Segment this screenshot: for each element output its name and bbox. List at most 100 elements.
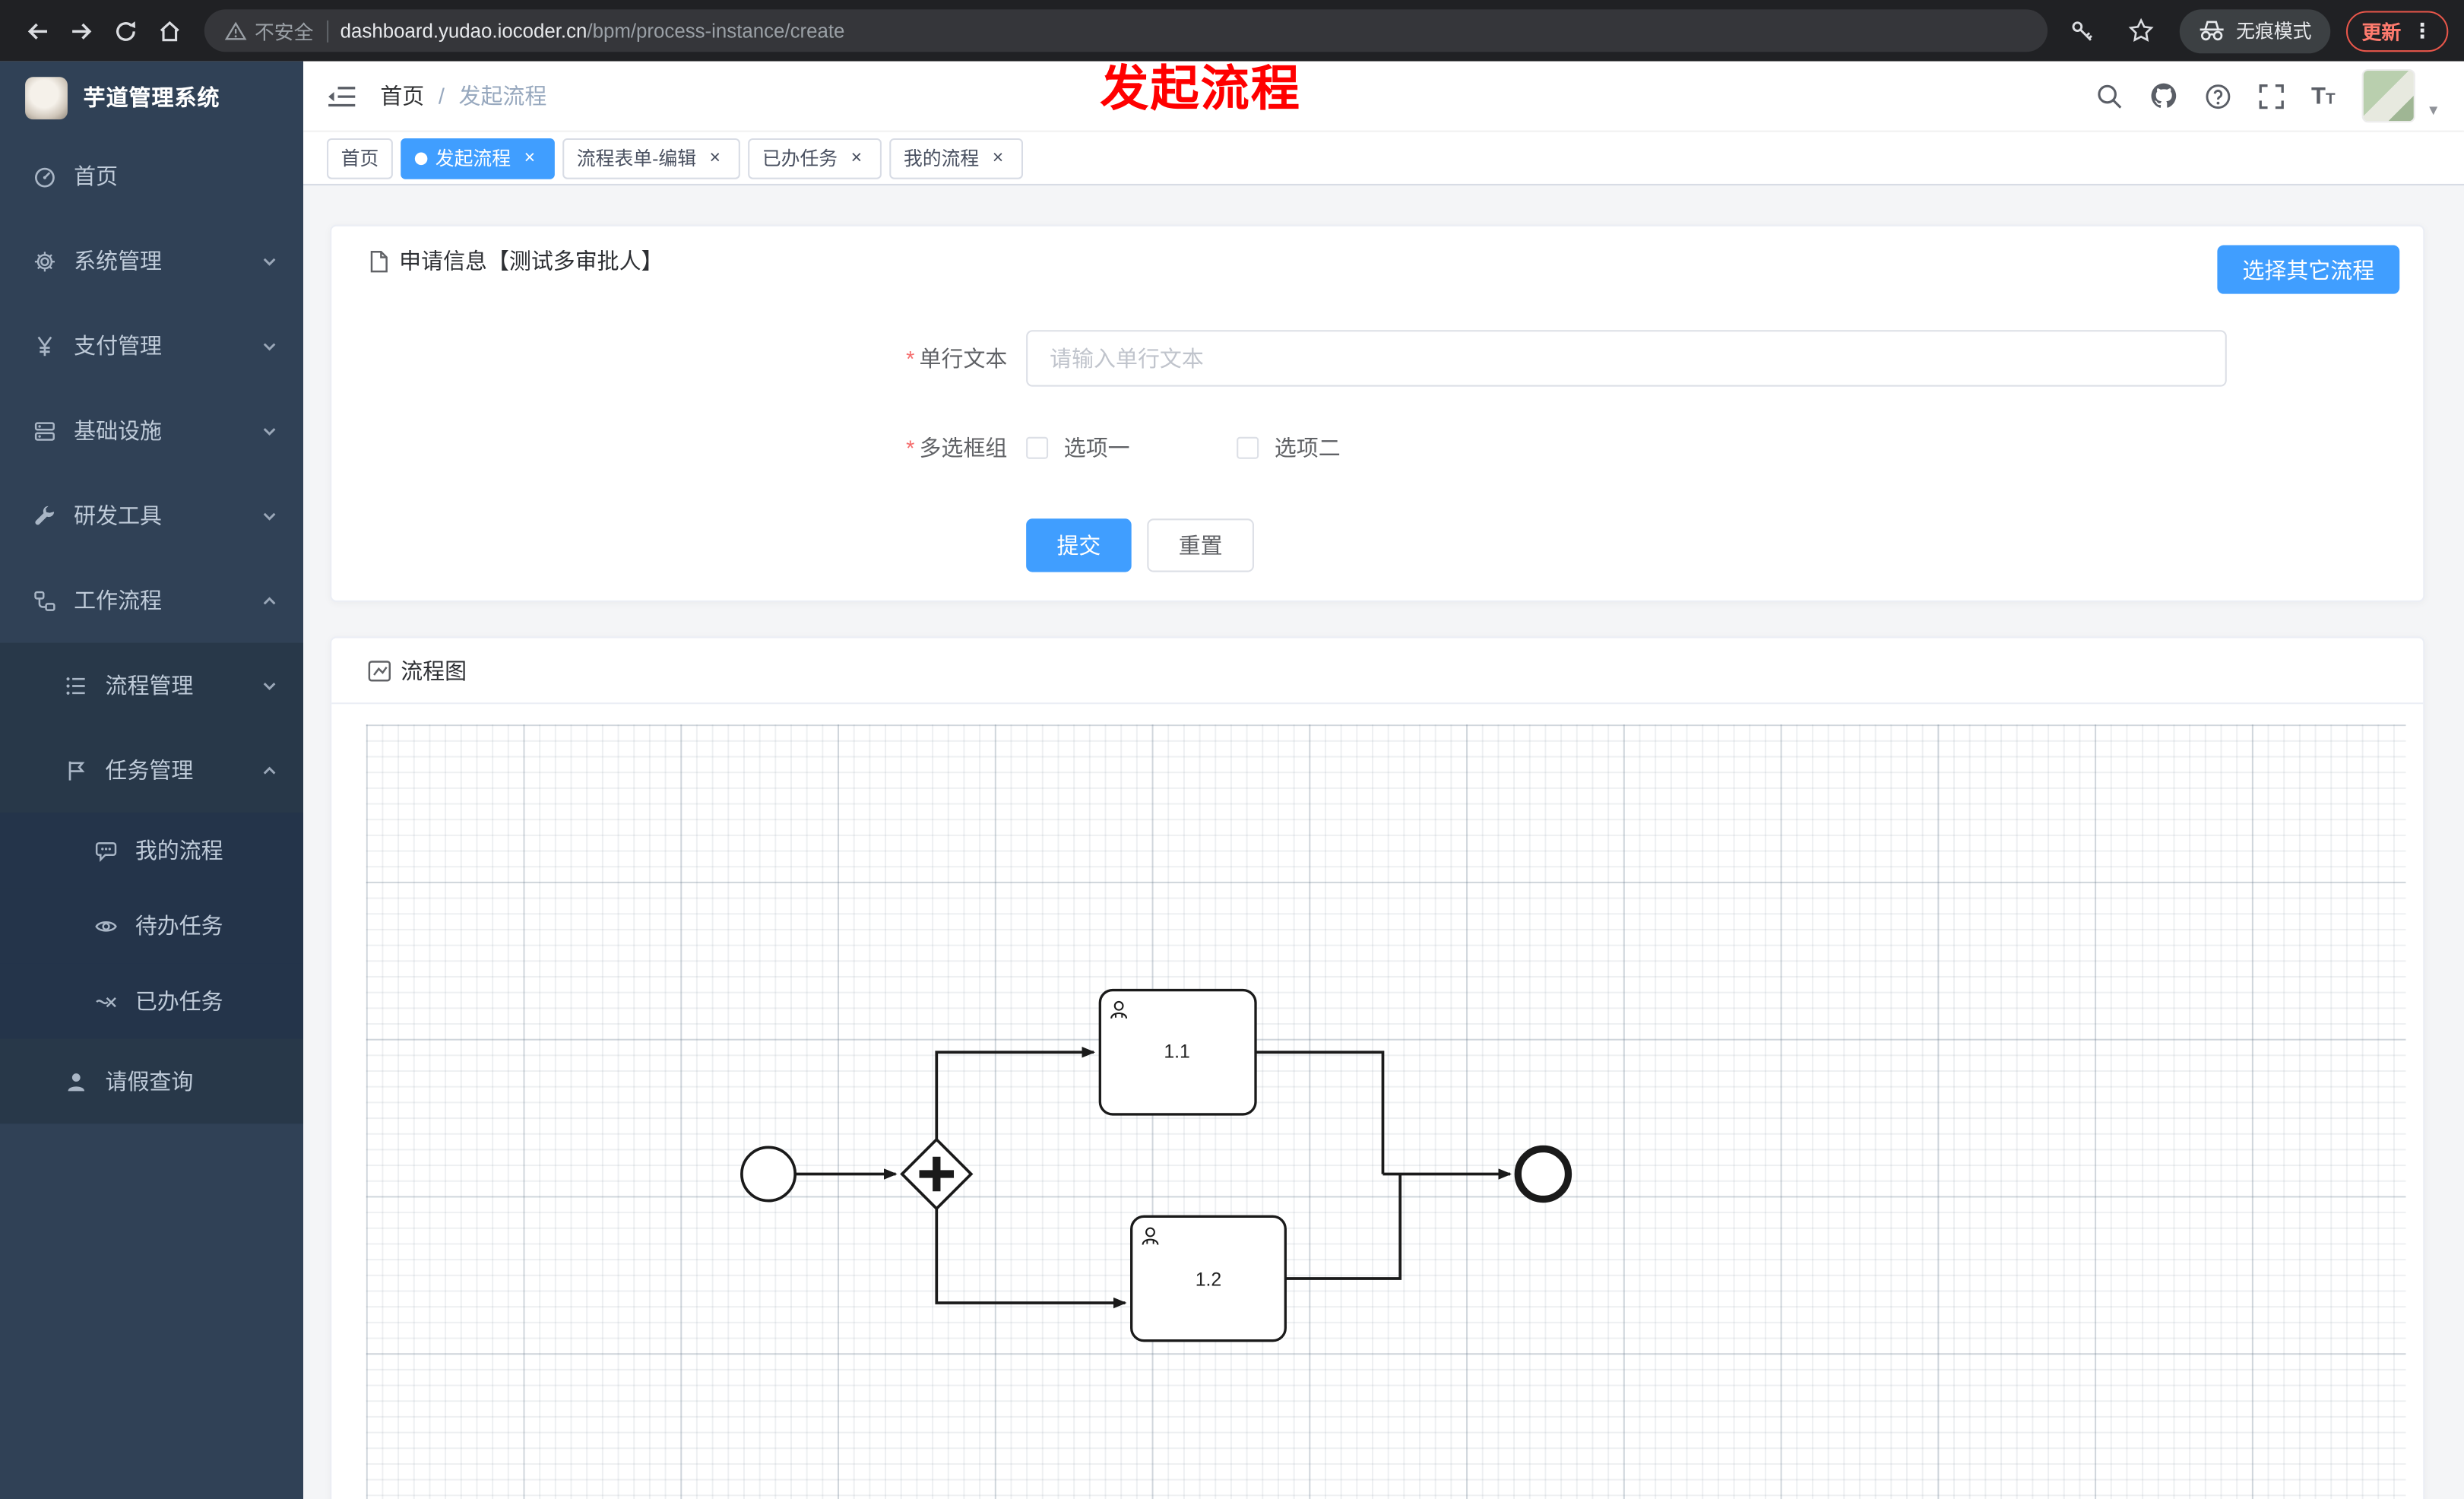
sidebar-collapse-button[interactable] xyxy=(327,84,356,108)
tab-my-process[interactable]: 我的流程 × xyxy=(889,137,1024,179)
header-search-button[interactable] xyxy=(2096,83,2123,109)
tab-form-edit[interactable]: 流程表单-编辑 × xyxy=(562,137,740,179)
sidebar-item-label: 工作流程 xyxy=(74,588,162,613)
annotation-overlay: 发起流程 xyxy=(1100,61,1301,117)
user-task-icon xyxy=(1110,1000,1128,1019)
option2-checkbox[interactable] xyxy=(1237,436,1259,459)
flow-gateway-to-task1 xyxy=(935,1047,1096,1140)
user-task-1-node[interactable]: 1.1 xyxy=(1098,988,1257,1116)
sidebar-logo[interactable]: 芋道管理系统 xyxy=(0,62,303,134)
security-status[interactable]: 不安全 xyxy=(224,16,314,46)
tab-close-icon[interactable]: × xyxy=(992,145,1004,168)
avatar-caret-icon[interactable]: ▼ xyxy=(2426,102,2440,119)
logo-avatar xyxy=(25,76,68,119)
reset-button[interactable]: 重置 xyxy=(1147,518,1254,572)
breadcrumb-separator: / xyxy=(438,83,445,109)
document-icon xyxy=(368,249,390,273)
tab-close-icon[interactable]: × xyxy=(850,145,863,168)
user-task-2-node[interactable]: 1.2 xyxy=(1130,1215,1287,1342)
task2-label: 1.2 xyxy=(1196,1269,1221,1290)
tab-home[interactable]: 首页 xyxy=(327,137,393,179)
task-manage-icon xyxy=(65,759,88,782)
search-icon xyxy=(2097,84,2121,108)
sidebar-item-leave-query[interactable]: 请假查询 xyxy=(0,1039,303,1124)
end-event-node[interactable] xyxy=(1514,1145,1572,1203)
sidebar-item-todo-tasks[interactable]: 待办任务 xyxy=(0,888,304,964)
update-label: 更新 xyxy=(2361,21,2402,44)
checkbox-group: 选项一 选项二 xyxy=(1026,433,1431,464)
tools-icon xyxy=(33,504,56,528)
dashboard-icon xyxy=(33,164,56,188)
bpmn-canvas[interactable]: 1.1 1.2 xyxy=(366,724,2406,1499)
sidebar-item-payment[interactable]: 支付管理 xyxy=(0,303,303,388)
header-github-button[interactable] xyxy=(2149,82,2177,110)
flow-card-header: 流程图 xyxy=(331,638,2424,705)
address-bar[interactable]: 不安全 dashboard.yudao.iocoder.cn/bpm/proce… xyxy=(204,9,2048,52)
diagram-icon xyxy=(368,659,391,681)
password-key-button[interactable] xyxy=(2060,8,2105,52)
workflow-icon xyxy=(33,588,56,612)
breadcrumb: 首页 / 发起流程 xyxy=(380,80,546,111)
option2-label[interactable]: 选项二 xyxy=(1274,435,1341,461)
chevron-down-icon xyxy=(261,507,278,524)
header-font-size-button[interactable]: TT xyxy=(2311,83,2336,109)
user-task-icon xyxy=(1142,1227,1159,1245)
tab-done-tasks[interactable]: 已办任务 × xyxy=(748,137,882,179)
home-icon xyxy=(160,20,179,41)
start-event-node[interactable] xyxy=(740,1146,797,1203)
tab-label: 首页 xyxy=(340,147,379,170)
done-check-icon xyxy=(94,990,118,1013)
sidebar-item-task-manage[interactable]: 任务管理 xyxy=(0,727,303,813)
header-help-button[interactable] xyxy=(2204,83,2231,109)
submit-button[interactable]: 提交 xyxy=(1026,518,1132,572)
browser-home-button[interactable] xyxy=(147,8,192,52)
bpmn-diagram: 1.1 1.2 xyxy=(740,988,1572,1342)
chevron-up-icon xyxy=(261,762,278,779)
browser-refresh-button[interactable] xyxy=(103,8,147,52)
security-label: 不安全 xyxy=(254,21,314,44)
tab-label: 流程表单-编辑 xyxy=(576,147,697,170)
choose-other-process-button[interactable]: 选择其它流程 xyxy=(2217,245,2400,294)
sidebar-item-done-tasks[interactable]: 已办任务 xyxy=(0,963,304,1039)
yen-icon xyxy=(33,334,56,357)
sidebar-item-label: 待办任务 xyxy=(135,913,223,939)
option1-label[interactable]: 选项一 xyxy=(1063,435,1130,461)
browser-back-button[interactable] xyxy=(16,8,60,52)
chevron-down-icon xyxy=(261,677,278,694)
github-icon xyxy=(2151,83,2176,108)
sidebar-item-label: 流程管理 xyxy=(105,672,194,699)
bookmark-star-button[interactable] xyxy=(2120,8,2164,52)
tab-close-icon[interactable]: × xyxy=(524,145,536,168)
sidebar-item-workflow[interactable]: 工作流程 xyxy=(0,558,303,643)
tab-label: 发起流程 xyxy=(435,147,511,170)
sidebar-item-home[interactable]: 首页 xyxy=(0,134,303,219)
breadcrumb-home[interactable]: 首页 xyxy=(380,83,425,109)
browser-update-button[interactable]: 更新 ⋮ xyxy=(2345,10,2449,52)
tab-close-icon[interactable]: × xyxy=(709,145,721,168)
sidebar-item-process-manage[interactable]: 流程管理 xyxy=(0,643,303,728)
browser-menu-icon[interactable]: ⋮ xyxy=(2412,17,2433,42)
sidebar-item-label: 任务管理 xyxy=(105,757,194,783)
tab-create-process[interactable]: 发起流程 × xyxy=(401,137,555,179)
question-icon xyxy=(2206,84,2230,109)
back-icon xyxy=(27,22,48,39)
option1-checkbox[interactable] xyxy=(1026,436,1049,459)
single-line-label: *单行文本 xyxy=(906,345,1008,371)
sidebar-item-my-process[interactable]: 我的流程 xyxy=(0,812,304,889)
user-avatar[interactable] xyxy=(2361,68,2416,123)
sidebar-item-system[interactable]: 系统管理 xyxy=(0,218,303,303)
sidebar-item-infrastructure[interactable]: 基础设施 xyxy=(0,388,303,474)
single-line-input[interactable] xyxy=(1026,330,2227,387)
refresh-icon xyxy=(116,21,136,40)
process-manage-icon xyxy=(65,673,88,697)
incognito-badge: 无痕模式 xyxy=(2179,8,2331,53)
browser-forward-button[interactable] xyxy=(60,8,104,52)
sidebar-item-devtools[interactable]: 研发工具 xyxy=(0,473,303,558)
warning-icon xyxy=(224,21,247,40)
tags-view-bar: 首页 发起流程 × 流程表单-编辑 × 已办任务 × 我的流程 × xyxy=(303,132,2464,185)
header-fullscreen-button[interactable] xyxy=(2258,83,2285,109)
flow-gateway-to-task2 xyxy=(935,1208,1127,1309)
browser-chrome: 不安全 dashboard.yudao.iocoder.cn/bpm/proce… xyxy=(0,0,2464,62)
url-domain: dashboard.yudao.iocoder.cn xyxy=(340,19,587,42)
